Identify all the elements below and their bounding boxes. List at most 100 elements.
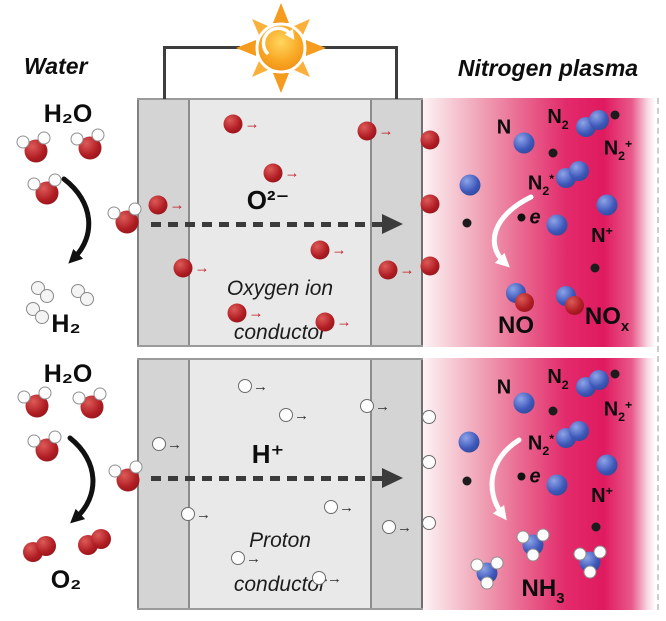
nitrogen-atom xyxy=(458,431,480,453)
no-molecule xyxy=(506,283,534,312)
water-molecule xyxy=(107,202,142,234)
plasma-region-bottom xyxy=(423,358,655,610)
oxygen-ion xyxy=(420,256,440,276)
label-n2: N2* xyxy=(527,431,555,459)
motion-arrow-icon: → xyxy=(253,378,268,395)
n2-molecule xyxy=(556,421,589,448)
proton: → xyxy=(152,437,182,452)
water-title: Water xyxy=(24,53,88,79)
conductor-label-top-line1: Oxygen ion xyxy=(226,277,334,300)
nitrogen-atom xyxy=(596,454,618,476)
water-molecule xyxy=(27,430,62,462)
n2-molecule xyxy=(576,110,609,137)
motion-arrow-icon: → xyxy=(169,196,185,214)
o2-molecule xyxy=(78,529,111,555)
sun-icon xyxy=(236,3,326,93)
wire-right xyxy=(320,46,398,99)
proton: → xyxy=(279,408,309,423)
oxygen-ion xyxy=(420,194,440,214)
plasma-title: Nitrogen plasma xyxy=(457,55,639,81)
motion-arrow-icon: → xyxy=(248,304,264,322)
water-molecule xyxy=(108,460,143,492)
electron-dot xyxy=(462,476,472,486)
nitrogen-atom xyxy=(513,132,535,154)
nitrogen-atom xyxy=(596,194,618,216)
electron-dot xyxy=(517,472,526,481)
oxygen-ion: → xyxy=(378,260,415,280)
nitrogen-atom xyxy=(459,174,481,196)
label-nox: NOx xyxy=(584,303,630,335)
n2-molecule xyxy=(556,161,589,188)
electron-dot xyxy=(591,522,601,532)
motion-arrow-icon: → xyxy=(339,499,354,516)
electron-dot xyxy=(548,148,558,158)
proton-label: H⁺ xyxy=(251,439,285,469)
proton: → xyxy=(312,571,342,586)
label-e: e xyxy=(517,207,541,230)
water-molecule xyxy=(27,173,62,205)
oxygen-ion: → xyxy=(223,114,260,134)
nitrogen-atom xyxy=(513,392,535,414)
proton-transport-arrow xyxy=(151,476,383,481)
o2-ion-label: O²⁻ xyxy=(246,185,290,215)
electron-dot xyxy=(610,110,620,120)
proton: → xyxy=(231,551,261,566)
wire-left xyxy=(163,46,240,99)
h2-molecule xyxy=(71,284,94,306)
motion-arrow-icon: → xyxy=(167,436,182,453)
motion-arrow-icon: → xyxy=(284,164,300,182)
arrowhead-icon xyxy=(382,214,403,234)
o2-label: O₂ xyxy=(50,566,82,594)
oxygen-ion: → xyxy=(227,303,264,323)
proton xyxy=(422,410,436,424)
oxygen-ion: → xyxy=(263,163,300,183)
proton xyxy=(422,516,436,530)
motion-arrow-icon: → xyxy=(196,506,211,523)
proton: → xyxy=(360,399,390,414)
label-n: N xyxy=(496,376,512,399)
conductor-label-top-line2: conductor xyxy=(233,321,327,344)
h2-molecule xyxy=(26,302,49,324)
oxygen-ion: → xyxy=(310,240,347,260)
water-molecule xyxy=(17,386,52,418)
electron-dot xyxy=(548,406,558,416)
label-n2: N2* xyxy=(527,171,555,199)
conductor-label-bottom-line2: conductor xyxy=(233,573,327,596)
proton: → xyxy=(181,507,211,522)
motion-arrow-icon: → xyxy=(375,398,390,415)
label-n: N xyxy=(496,116,512,139)
plasma-region-top xyxy=(423,98,655,347)
n2-molecule xyxy=(576,370,609,397)
motion-arrow-icon: → xyxy=(327,570,342,587)
proton xyxy=(422,455,436,469)
label-no: NO xyxy=(498,312,534,339)
no-molecule xyxy=(556,286,584,315)
oxygen-ion: → xyxy=(315,312,352,332)
label-n2: N2+ xyxy=(603,397,633,425)
proton: → xyxy=(238,379,268,394)
nh3-molecule xyxy=(573,545,607,579)
label-n2: N2 xyxy=(547,106,569,132)
label-nh3: NH3 xyxy=(521,575,565,607)
nitrogen-atom xyxy=(546,214,568,236)
motion-arrow-icon: → xyxy=(399,261,415,279)
proton: → xyxy=(324,500,354,515)
oxygen-ion: → xyxy=(148,195,185,215)
motion-arrow-icon: → xyxy=(397,519,412,536)
h2o-label-bottom: H₂O xyxy=(43,360,93,388)
o2-molecule xyxy=(23,536,56,562)
oxygen-ion xyxy=(420,130,440,150)
electron-dot xyxy=(462,218,472,228)
label-n: N+ xyxy=(591,484,613,507)
motion-arrow-icon: → xyxy=(294,407,309,424)
electron-dot xyxy=(610,369,620,379)
nh3-molecule xyxy=(516,528,550,562)
water-molecule xyxy=(70,128,105,160)
o2-ion-transport-arrow xyxy=(151,222,383,227)
nitrogen-atom xyxy=(546,474,568,496)
label-n2: N2+ xyxy=(603,136,633,164)
water-molecule xyxy=(72,387,107,419)
electron-dot xyxy=(517,213,526,222)
oxygen-ion: → xyxy=(357,121,394,141)
